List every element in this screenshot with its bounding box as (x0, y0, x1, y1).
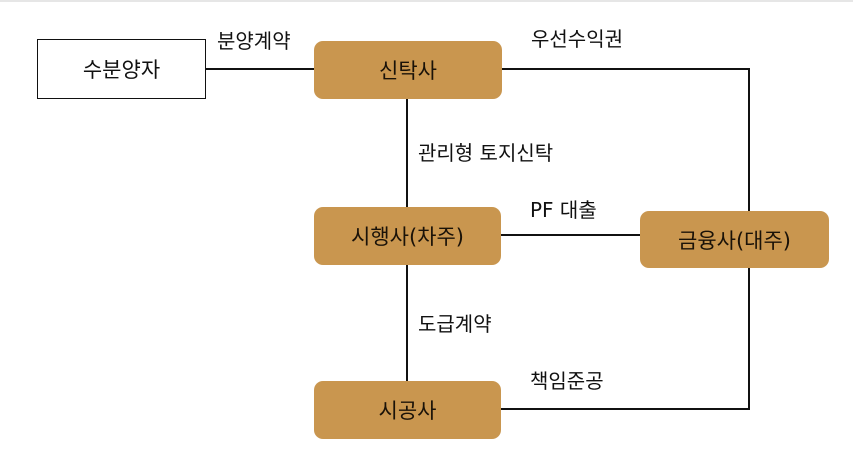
node-buyer-label: 수분양자 (82, 58, 161, 82)
node-buyer: 수분양자 (37, 39, 206, 99)
edge-label-trust-developer: 관리형 토지신탁 (418, 141, 554, 165)
node-lender: 금융사(대주) (640, 211, 829, 268)
node-developer-label: 시행사(차주) (351, 225, 464, 249)
edge-label-buyer-trust: 분양계약 (217, 29, 291, 53)
node-developer: 시행사(차주) (314, 207, 501, 265)
line-constructor-lender (501, 268, 750, 410)
top-divider (0, 0, 853, 2)
edge-label-developer-lender: PF 대출 (530, 198, 597, 222)
node-constructor-label: 시공사 (378, 399, 437, 423)
line-trust-lender (502, 68, 750, 212)
node-lender-label: 금융사(대주) (678, 228, 791, 253)
edge-label-constructor-lender: 책임준공 (530, 369, 604, 393)
node-trust-label: 신탁사 (379, 59, 437, 83)
node-trust: 신탁사 (314, 41, 502, 99)
node-constructor: 시공사 (314, 381, 501, 439)
edge-label-trust-lender: 우선수익권 (531, 27, 623, 51)
edge-label-developer-constructor: 도급계약 (418, 312, 492, 336)
